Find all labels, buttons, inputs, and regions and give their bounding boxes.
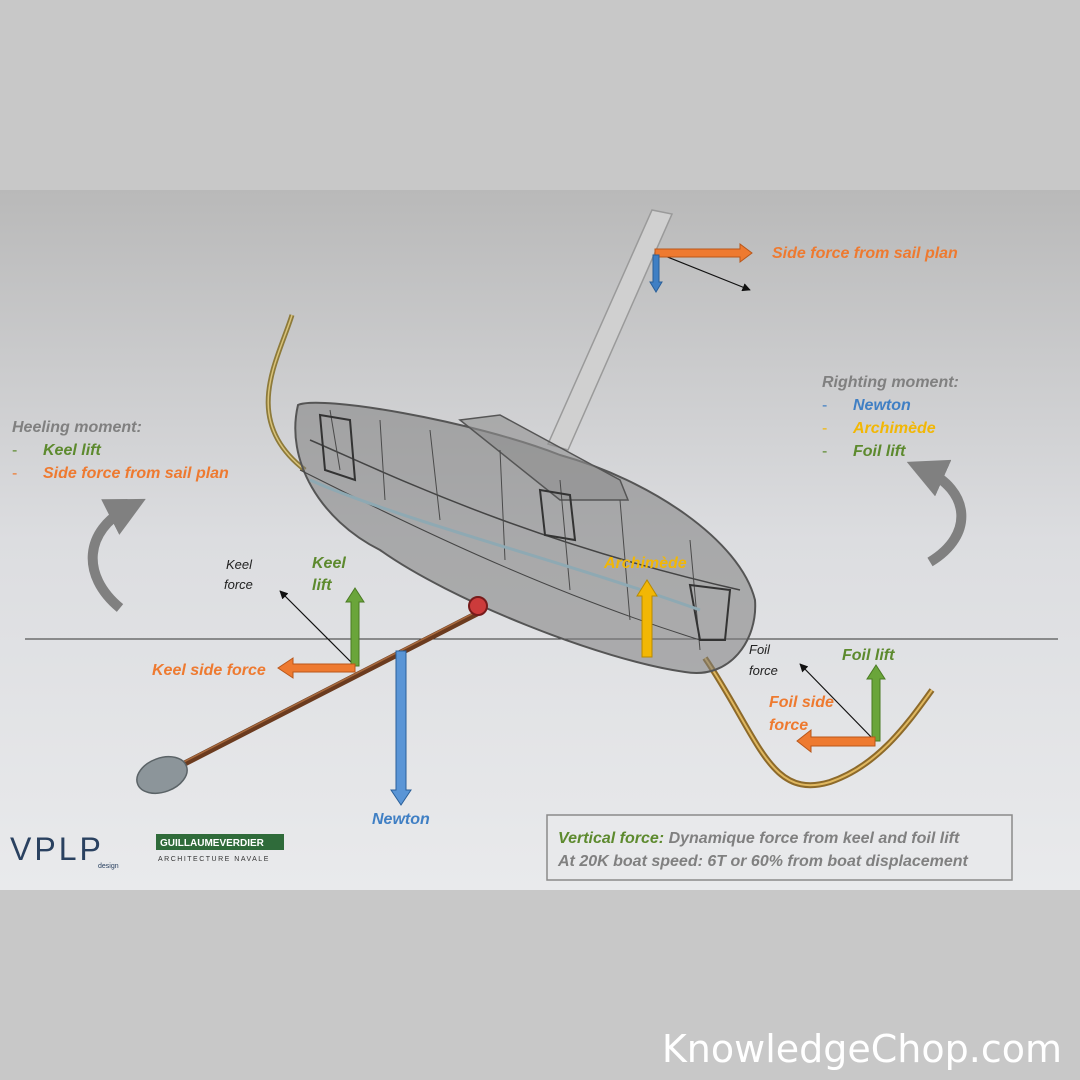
newton-arrow xyxy=(390,650,412,806)
righting-item-newton: Newton xyxy=(853,397,911,414)
note-line-2: At 20K boat speed: 6T or 60% from boat d… xyxy=(557,853,969,870)
keel-force-arrow xyxy=(279,590,356,667)
foil-side-force-label-1: Foil side xyxy=(769,694,834,711)
sail-newton-arrow xyxy=(649,254,663,293)
keel-lift-arrow xyxy=(345,587,365,667)
keel-force-label-1: Keel xyxy=(226,557,253,572)
heeling-item-keel-lift: Keel lift xyxy=(43,442,101,459)
keel-bulb xyxy=(136,755,188,795)
foil-lift-label: Foil lift xyxy=(842,647,895,664)
vplp-logo: VPLP design xyxy=(10,831,119,870)
mast xyxy=(546,209,674,451)
heeling-item-sail-force: Side force from sail plan xyxy=(43,465,229,482)
righting-rotation-arrow-icon xyxy=(906,459,967,567)
archimede-label: Archimède xyxy=(603,555,687,572)
newton-label: Newton xyxy=(372,811,430,828)
hull xyxy=(294,401,757,675)
archimede-arrow xyxy=(636,579,658,658)
foil-side-force-label-2: force xyxy=(769,717,808,734)
heeling-moment-legend: Heeling moment: - Keel lift - Side force… xyxy=(12,419,229,482)
righting-dash-3: - xyxy=(822,443,827,460)
righting-dash-2: - xyxy=(822,420,827,437)
foil-side-force-arrow xyxy=(796,728,876,754)
vplp-logo-sub: design xyxy=(98,863,119,870)
heeling-rotation-arrow-icon xyxy=(87,498,146,612)
sail-side-force-arrow xyxy=(654,243,753,263)
keel-force-label-2: force xyxy=(224,577,253,592)
foil-force-label-2: force xyxy=(749,663,778,678)
foil-lift-arrow xyxy=(866,664,886,742)
watermark: KnowledgeChop.com xyxy=(662,1027,1062,1071)
guillaume-verdier-logo: GUILLAUMEVERDIER ARCHITECTURE NAVALE xyxy=(156,834,284,863)
righting-title: Righting moment: xyxy=(822,374,959,391)
sail-force-resultant-arrow xyxy=(654,251,751,292)
heeling-dash-2: - xyxy=(12,465,17,482)
vertical-force-note: Vertical force: Dynamique force from kee… xyxy=(546,814,1013,881)
righting-dash-1: - xyxy=(822,397,827,414)
vplp-logo-text: VPLP xyxy=(10,831,104,867)
heeling-title: Heeling moment: xyxy=(12,419,142,436)
keel-strut xyxy=(169,610,481,773)
foil-force-label-1: Foil xyxy=(749,642,771,657)
note-line-1: Vertical force: Dynamique force from kee… xyxy=(558,830,960,847)
gv-logo-sub: ARCHITECTURE NAVALE xyxy=(158,856,270,863)
gv-logo-name: GUILLAUMEVERDIER xyxy=(160,838,265,849)
keel-side-force-arrow xyxy=(277,657,356,679)
sail-force-label: Side force from sail plan xyxy=(772,245,958,262)
righting-item-archimede: Archimède xyxy=(852,420,936,437)
note-line-1-label: Vertical force: xyxy=(558,830,664,847)
righting-moment-legend: Righting moment: - Newton - Archimède - … xyxy=(822,374,959,460)
righting-item-foil-lift: Foil lift xyxy=(853,443,906,460)
keel-side-force-label: Keel side force xyxy=(152,662,266,679)
heeling-dash-1: - xyxy=(12,442,17,459)
keel-lift-label-1: Keel xyxy=(312,555,346,572)
note-line-1-text: Dynamique force from keel and foil lift xyxy=(664,830,960,847)
foil-force-arrow xyxy=(799,663,876,742)
keel-lift-label-2: lift xyxy=(312,577,332,594)
